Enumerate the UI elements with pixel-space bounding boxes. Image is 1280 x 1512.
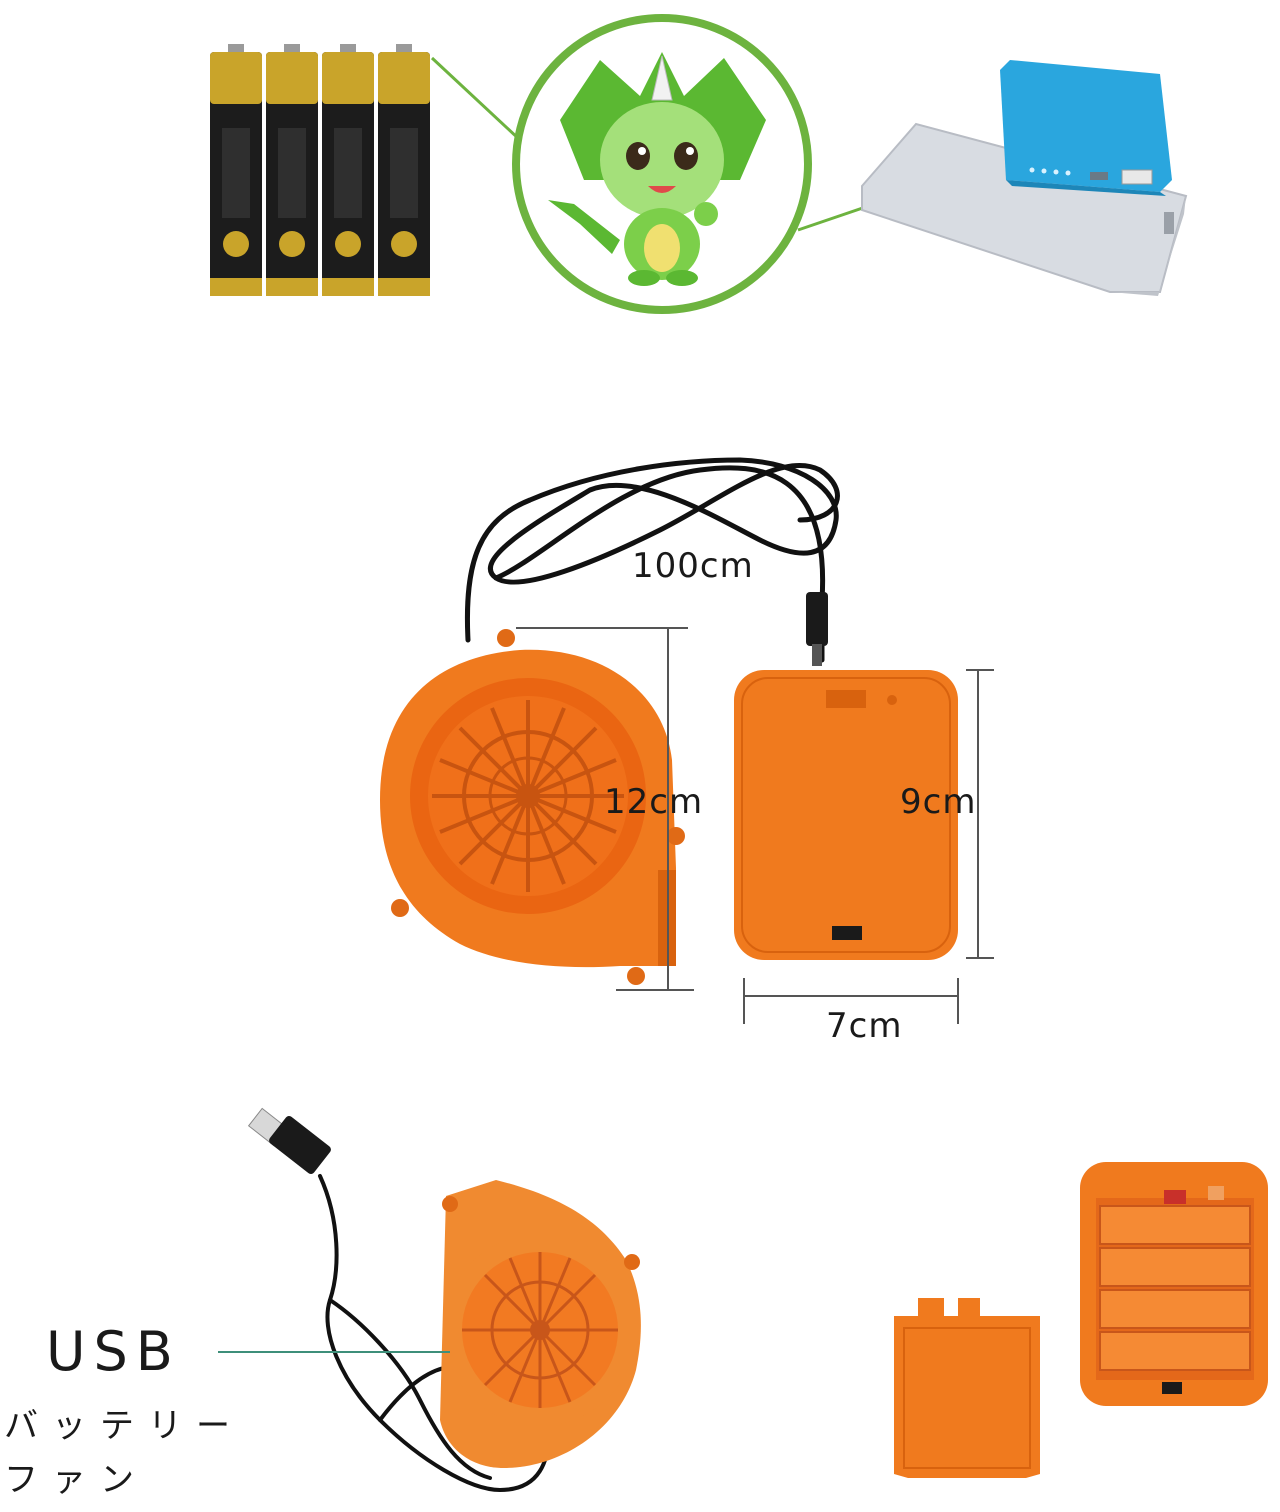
fan-label: ファン [4, 1460, 148, 1500]
box-height-label: 9cm [900, 782, 977, 822]
connector-line-left [430, 56, 522, 142]
aa-battery-icon [210, 44, 430, 296]
cable-length-label: 100cm [632, 546, 754, 586]
usb-label: USB [46, 1320, 181, 1383]
power-bank-icon [861, 60, 1188, 296]
box-width-label: 7cm [826, 1006, 903, 1046]
battery-box-icon [734, 670, 958, 960]
green-dragon-mascot-icon [512, 14, 812, 314]
dimension-lines [516, 627, 994, 1024]
fan-height-label: 12cm [604, 782, 704, 822]
usb-blower-fan-icon [440, 1180, 641, 1468]
battery-label: バッテリー [4, 1406, 244, 1446]
dc-plug-tip [812, 644, 822, 666]
battery-lid-icon [894, 1298, 1040, 1478]
usb-plug-icon [247, 1107, 331, 1175]
blower-fan-icon [380, 629, 685, 985]
dc-plug [806, 592, 828, 646]
open-battery-box-icon [1080, 1162, 1268, 1406]
